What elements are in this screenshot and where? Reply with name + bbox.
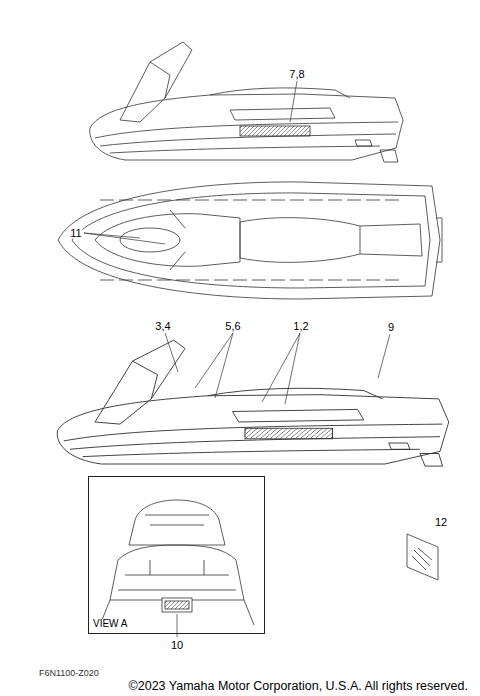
callout-number: 3,4 <box>154 321 171 332</box>
callout-number: 7,8 <box>288 69 305 80</box>
rear-view <box>100 500 254 625</box>
side-view <box>90 42 403 162</box>
copyright-caption: ©2023 Yamaha Motor Corporation, U.S.A. A… <box>129 679 468 693</box>
side-view <box>57 340 449 466</box>
view-label: VIEW A <box>93 619 127 629</box>
view-frame: VIEW A <box>88 476 265 634</box>
callout-number: 1,2 <box>292 321 309 332</box>
top-view <box>58 182 442 299</box>
callout-number: 9 <box>387 322 395 333</box>
callout-number: 5,6 <box>224 321 241 332</box>
decal-sheet <box>407 534 438 580</box>
callout-number: 10 <box>170 640 184 651</box>
drawing-code: F6N1100-Z020 <box>38 669 100 678</box>
callout-number: 12 <box>434 517 448 528</box>
leader-line <box>84 81 390 637</box>
callout-number: 11 <box>69 228 82 239</box>
